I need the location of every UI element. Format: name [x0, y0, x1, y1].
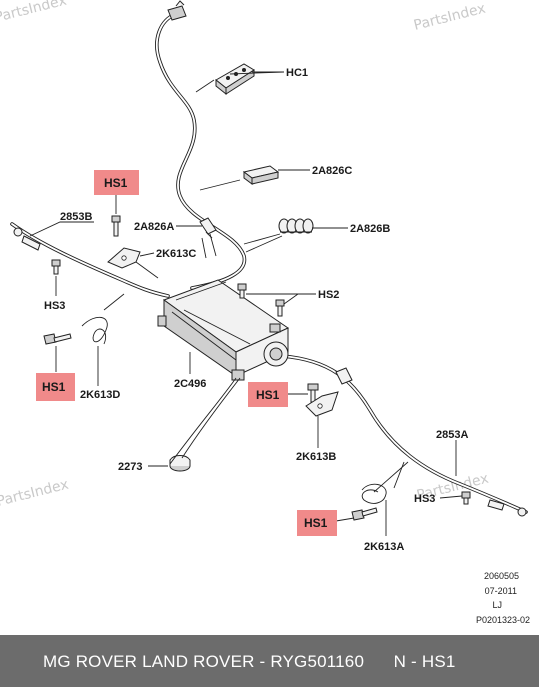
label-2k613d: 2K613D: [80, 389, 120, 401]
label-hs1-left: HS1: [42, 380, 66, 394]
label-2a826b: 2A826B: [350, 223, 390, 235]
label-hs1-bottom: HS1: [304, 516, 328, 530]
watermark-top-left: PartsIndex: [0, 0, 68, 26]
label-2k613a: 2K613A: [364, 541, 404, 553]
fastener-hs3-right: [461, 491, 471, 505]
label-2273: 2273: [118, 461, 142, 473]
top-connector: [167, 0, 187, 21]
hc1-connector: [215, 63, 255, 96]
label-hs3-right: HS3: [414, 493, 435, 505]
highlight-hs1-top: [94, 170, 139, 195]
ref-line-2: 07-2011: [485, 586, 517, 596]
label-hs1-mid: HS1: [256, 388, 280, 402]
bolt-hs1-bottom: [351, 507, 378, 521]
grommet-2273: [169, 455, 191, 472]
cable-2853b: [10, 222, 170, 298]
footer-bar: MG ROVER LAND ROVER - RYG501160 N - HS1: [0, 635, 539, 687]
actuator-2c496: [157, 279, 290, 381]
bracket-2k613b: [305, 391, 339, 417]
upper-harness-cable: [155, 12, 247, 290]
label-2k613b: 2K613B: [296, 451, 336, 463]
cable-end-right: [487, 499, 527, 517]
ref-line-3: LJ: [492, 600, 502, 610]
label-hs3-left: HS3: [44, 300, 65, 312]
label-hc1: HC1: [286, 67, 308, 79]
watermark-mid-left: PartsIndex: [0, 477, 70, 510]
clip-2a826b: [278, 218, 314, 234]
highlight-hs1-bottom: [297, 510, 337, 536]
highlight-hs1-mid: [248, 382, 288, 407]
label-2c496: 2C496: [174, 378, 206, 390]
fastener-hs3-left: [51, 259, 61, 275]
clip-2k613a: [361, 483, 387, 504]
label-hs2: HS2: [318, 289, 339, 301]
cable-sleeve-2853a: [335, 367, 353, 385]
clip-2a826a: [199, 217, 217, 239]
label-2a826c: 2A826C: [312, 165, 352, 177]
label-2k613c: 2K613C: [156, 248, 196, 260]
parts-diagram: PartsIndex PartsIndex PartsIndex PartsIn…: [0, 0, 530, 625]
label-2853a: 2853A: [436, 429, 468, 441]
bolts-hs2: [237, 283, 285, 317]
ref-line-4: P0201323-02: [476, 615, 530, 625]
footer-text: MG ROVER LAND ROVER - RYG501160 N - HS1: [43, 652, 456, 671]
ref-line-1: 2060505: [484, 571, 519, 581]
clip-2a826c: [242, 165, 280, 185]
highlight-hs1-left: [36, 373, 75, 401]
bolt-hs1-top: [111, 215, 121, 237]
leader-lines: [29, 71, 463, 536]
label-hs1-top: HS1: [104, 176, 128, 190]
cable-end-left: [13, 227, 41, 251]
bracket-2k613c: [107, 247, 141, 269]
cable-2853a: [280, 354, 528, 514]
watermark-top-right: PartsIndex: [412, 1, 487, 34]
label-2853b: 2853B: [60, 211, 92, 223]
bolt-hs1-left: [43, 333, 72, 345]
clip-2k613d: [81, 316, 108, 345]
label-2a826a: 2A826A: [134, 221, 174, 233]
